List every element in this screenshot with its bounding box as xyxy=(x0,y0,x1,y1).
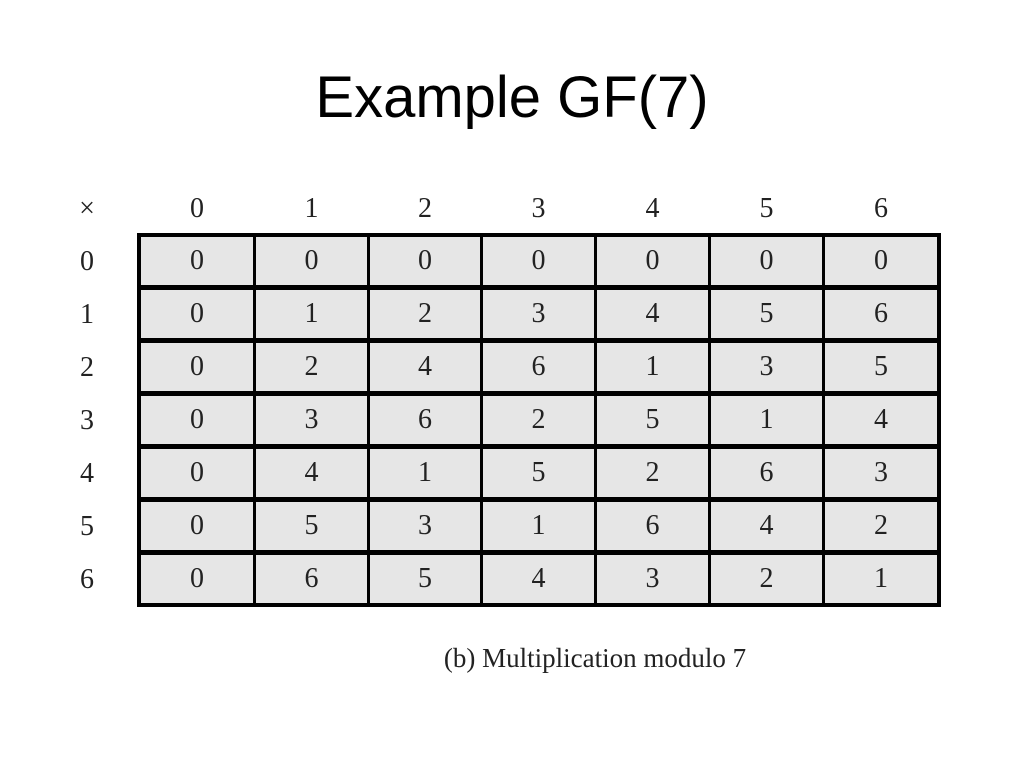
table-cell: 2 xyxy=(369,289,481,339)
table-cell: 1 xyxy=(482,501,595,551)
table-cell: 6 xyxy=(255,554,368,604)
column-header: 5 xyxy=(759,193,774,224)
table-cell: 5 xyxy=(710,289,823,339)
column-header: 6 xyxy=(874,193,888,224)
table-cell: 6 xyxy=(369,395,481,445)
row-header: 1 xyxy=(80,299,94,330)
table-cell: 1 xyxy=(596,342,709,392)
table-cell: 4 xyxy=(710,501,823,551)
table-cell: 0 xyxy=(710,236,823,286)
column-header: 2 xyxy=(418,193,432,224)
table-cell: 5 xyxy=(369,554,481,604)
table-cell: 0 xyxy=(482,236,595,286)
table-cell: 5 xyxy=(596,395,709,445)
table-cell: 0 xyxy=(596,236,709,286)
table-cell: 0 xyxy=(140,395,254,445)
table-cell: 0 xyxy=(255,236,368,286)
table-cell: 2 xyxy=(482,395,595,445)
table-cell: 3 xyxy=(369,501,481,551)
table-cell: 3 xyxy=(710,342,823,392)
table-cell: 0 xyxy=(140,342,254,392)
slide-title: Example GF(7) xyxy=(315,65,709,130)
table-cell: 1 xyxy=(824,554,938,604)
table-cell: 2 xyxy=(824,501,938,551)
table-cell: 0 xyxy=(140,289,254,339)
table-cell: 4 xyxy=(596,289,709,339)
row-header: 0 xyxy=(80,246,94,277)
table-cell: 5 xyxy=(824,342,938,392)
table-cell: 3 xyxy=(596,554,709,604)
table-corner-symbol: × xyxy=(79,193,95,224)
table-cell: 0 xyxy=(140,236,254,286)
table-cell: 4 xyxy=(824,395,938,445)
column-header: 0 xyxy=(190,193,204,224)
table-cell: 1 xyxy=(710,395,823,445)
row-header: 4 xyxy=(80,458,94,489)
table-cell: 5 xyxy=(482,448,595,498)
table-cell: 0 xyxy=(140,501,254,551)
row-header: 6 xyxy=(80,564,94,595)
column-header: 1 xyxy=(304,193,319,224)
table-cell: 6 xyxy=(710,448,823,498)
table-cell: 2 xyxy=(596,448,709,498)
table-cell: 1 xyxy=(255,289,368,339)
table-cell: 3 xyxy=(824,448,938,498)
table-cell: 4 xyxy=(482,554,595,604)
table-cell: 5 xyxy=(255,501,368,551)
row-header: 2 xyxy=(80,352,94,383)
table-cell: 6 xyxy=(824,289,938,339)
table-cell: 4 xyxy=(255,448,368,498)
table-cell: 2 xyxy=(710,554,823,604)
column-header: 3 xyxy=(531,193,546,224)
table-cell: 0 xyxy=(140,554,254,604)
row-header: 5 xyxy=(80,511,94,542)
table-cell: 6 xyxy=(596,501,709,551)
row-header: 3 xyxy=(80,405,94,436)
table-cell: 3 xyxy=(255,395,368,445)
table-cell: 3 xyxy=(482,289,595,339)
table-cell: 0 xyxy=(824,236,938,286)
column-header: 4 xyxy=(645,193,660,224)
table-cell: 0 xyxy=(369,236,481,286)
table-cell: 6 xyxy=(482,342,595,392)
table-cell: 0 xyxy=(140,448,254,498)
table-cell: 1 xyxy=(369,448,481,498)
table-cell: 4 xyxy=(369,342,481,392)
table-caption: (b) Multiplication modulo 7 xyxy=(443,643,747,673)
table-cell: 2 xyxy=(255,342,368,392)
